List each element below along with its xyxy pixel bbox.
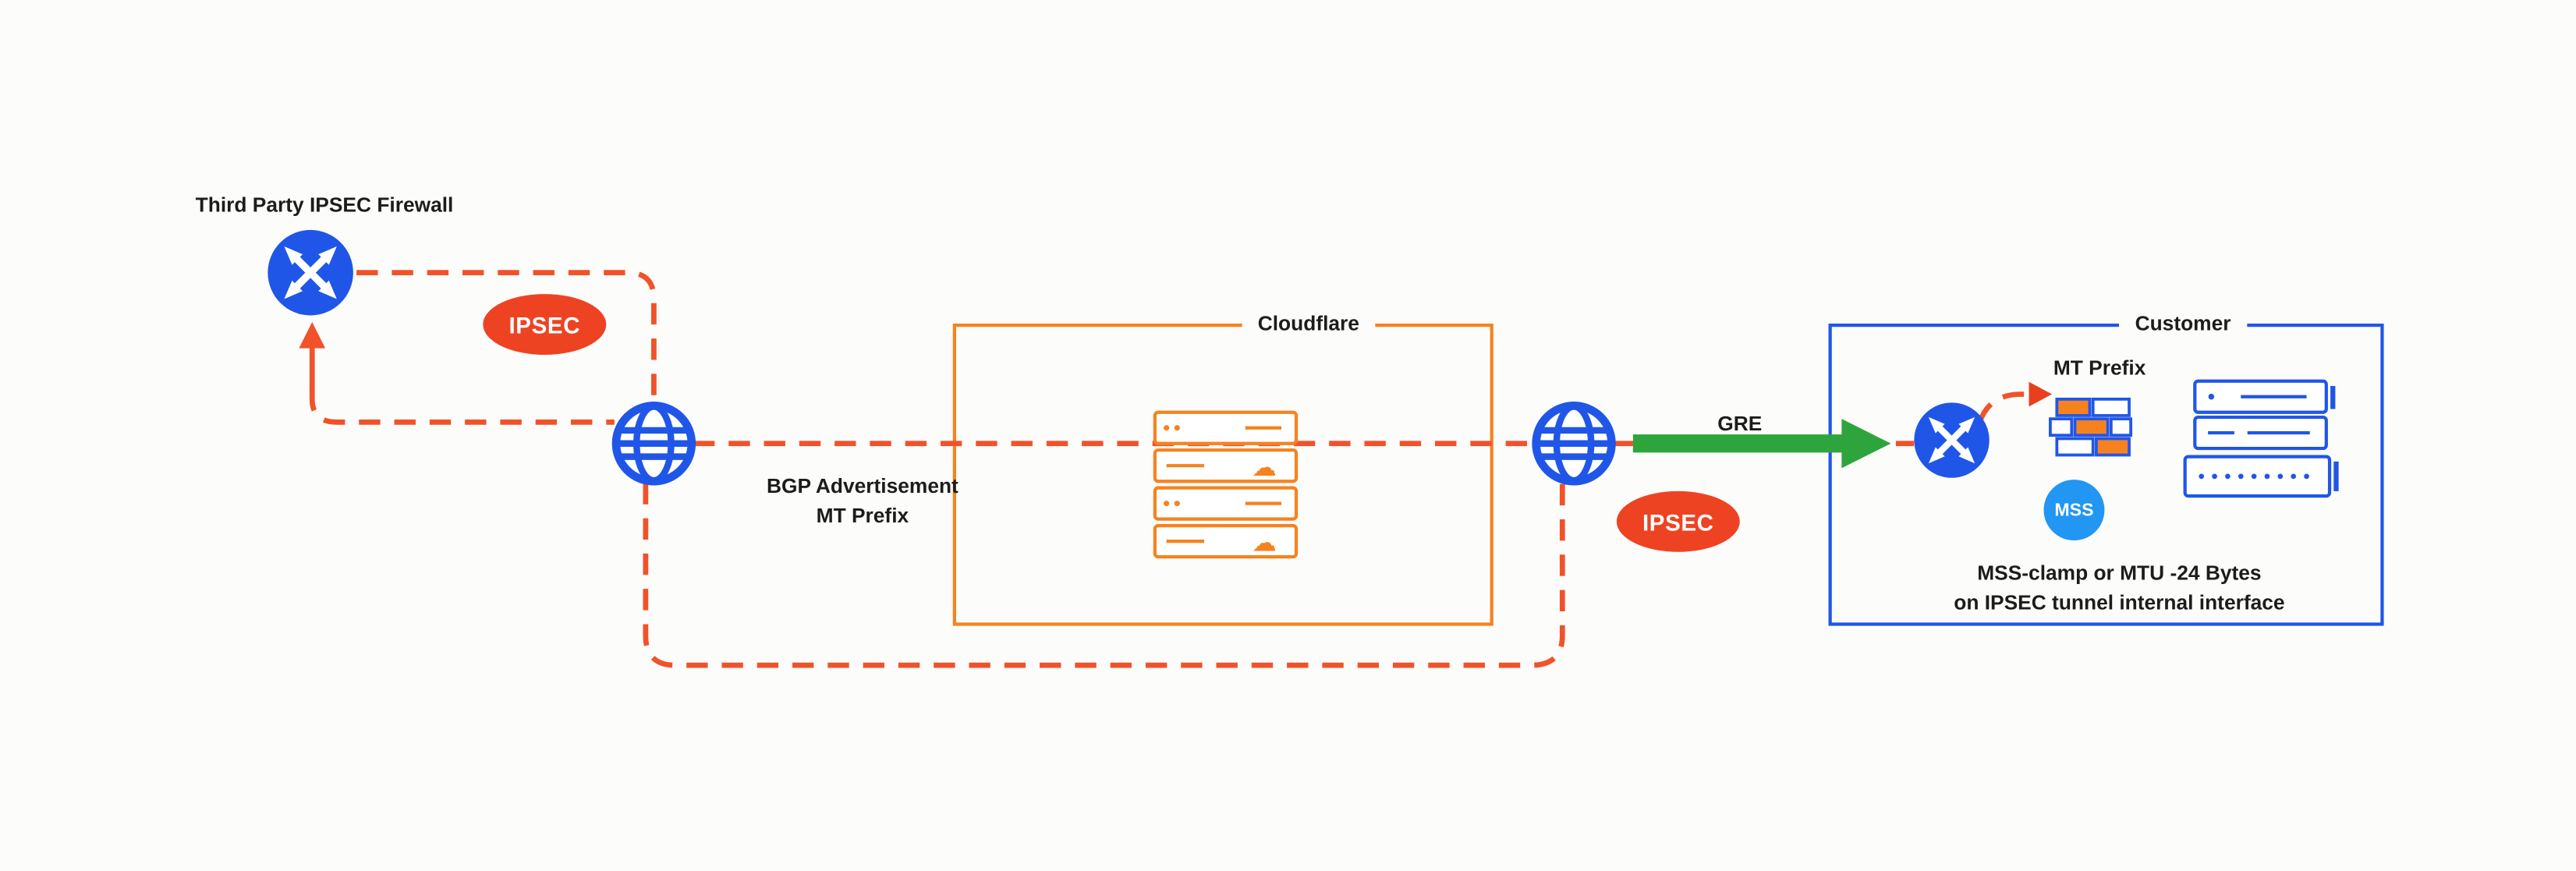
customer-server-stack-icon [2183, 379, 2339, 498]
bgp-advertisement-line2: MT Prefix [816, 503, 909, 527]
cloud-icon: ☁ [1252, 454, 1277, 482]
cloudflare-box: Cloudflare [952, 312, 1494, 626]
cloud-icon: ☁ [1252, 529, 1277, 558]
customer-router-icon [1914, 402, 1989, 477]
mss-clamp-note-line1: MSS-clamp or MTU -24 Bytes [1977, 561, 2262, 585]
mss-badge: MSS [2043, 480, 2105, 541]
firewall-bricks-icon [2049, 397, 2133, 457]
ipsec-badge-right: IPSEC [1616, 490, 1740, 552]
customer-box: Customer [1828, 312, 2384, 626]
cloudflare-server-stack-icon: ☁ ☁ [1153, 410, 1299, 559]
gre-arrow-icon [1632, 419, 1891, 469]
up-arrow-icon [299, 321, 326, 391]
ipsec-badge-left: IPSEC [483, 294, 607, 356]
dashed-path-router-to-firewall-bricks [1977, 391, 2029, 423]
mt-prefix-label: MT Prefix [2053, 356, 2146, 380]
dashed-path-firewall-to-internet [356, 270, 657, 403]
mss-clamp-note: MSS-clamp or MTU -24 Bytes on IPSEC tunn… [1927, 560, 2312, 618]
bgp-advertisement-annotation: BGP Advertisement MT Prefix [731, 473, 994, 531]
dashed-path-return-to-firewall [309, 389, 615, 425]
third-party-firewall-label: Third Party IPSEC Firewall [195, 193, 454, 218]
internet-globe-icon [1536, 405, 1612, 481]
bgp-advertisement-line1: BGP Advertisement [766, 474, 958, 498]
cloudflare-box-label: Cloudflare [1241, 312, 1377, 335]
mss-clamp-note-line2: on IPSEC tunnel internal interface [1954, 590, 2285, 614]
customer-box-label: Customer [2118, 312, 2248, 335]
third-party-firewall-router-icon [268, 230, 353, 316]
internet-globe-icon [616, 405, 692, 481]
mt-prefix-arrow-icon [2029, 381, 2053, 407]
gre-label: GRE [1717, 412, 1763, 436]
